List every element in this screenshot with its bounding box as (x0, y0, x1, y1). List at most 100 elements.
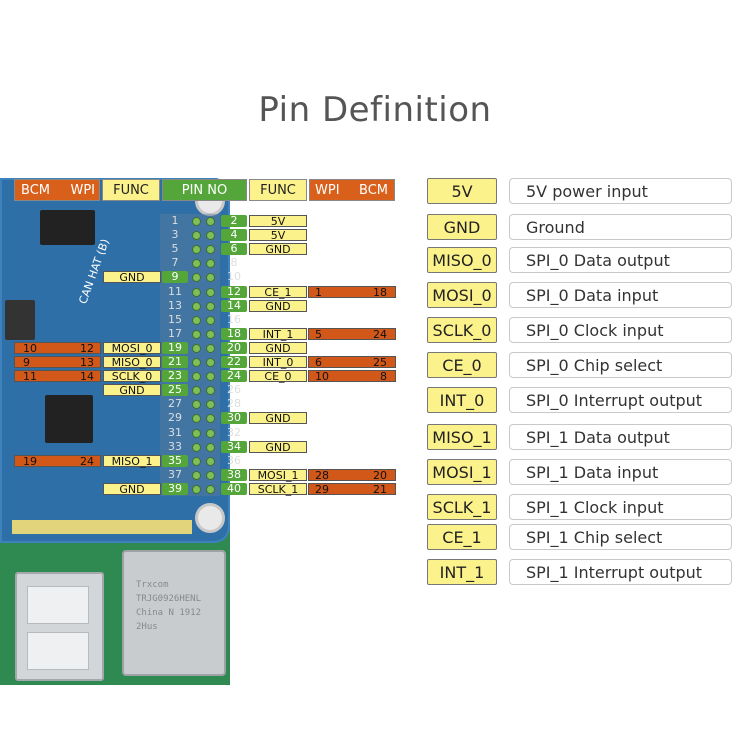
pin-number-odd: 35 (162, 455, 188, 467)
pin-dot (206, 400, 215, 409)
left-func-label: GND (103, 483, 161, 496)
legend-key: CE_1 (427, 524, 497, 550)
header-right-wpi: WPI (315, 183, 340, 198)
pin-number-odd: 15 (168, 313, 182, 326)
pin-dot (206, 330, 215, 339)
pin-number-odd: 39 (162, 483, 188, 495)
pin-number-even: 40 (221, 483, 247, 495)
pin-dot (192, 344, 201, 353)
pin-dot (206, 231, 215, 240)
legend-key: MOSI_1 (427, 459, 497, 485)
pin-number-odd: 13 (168, 299, 182, 312)
pin-number-odd: 17 (168, 327, 182, 340)
pin-number-even: 6 (221, 243, 247, 255)
pin-number-even: 30 (221, 412, 247, 424)
pin-dot (192, 429, 201, 438)
pin-dot (192, 414, 201, 423)
pin-number-even: 10 (227, 270, 241, 283)
right-wpi: 1 (315, 286, 322, 299)
pin-number-odd: 3 (171, 228, 179, 241)
pin-number-odd: 5 (171, 242, 179, 255)
pin-dot (192, 231, 201, 240)
pin-number-even: 34 (221, 441, 247, 453)
legend-key: 5V (427, 178, 497, 204)
right-wpi: 6 (315, 356, 322, 369)
right-wpi: 10 (315, 370, 329, 383)
chip (45, 395, 93, 443)
usb-port (15, 572, 104, 681)
pin-number-odd: 11 (168, 285, 182, 298)
usb-slot (27, 586, 89, 624)
legend-description: SPI_1 Clock input (509, 494, 732, 520)
pin-dot (192, 302, 201, 311)
pin-dot (206, 316, 215, 325)
pin-dot (192, 443, 201, 452)
chip (5, 300, 35, 340)
pin-number-odd: 25 (162, 384, 188, 396)
chip (40, 210, 95, 245)
right-func-label: 5V (249, 215, 307, 228)
legend-description: SPI_0 Interrupt output (509, 387, 732, 413)
header-right-func: FUNC (249, 179, 307, 201)
header-right-wpi-bcm: WPI BCM (309, 179, 395, 201)
pin-dot (192, 217, 201, 226)
legend-key: GND (427, 214, 497, 240)
pin-dot (206, 372, 215, 381)
pin-dot (206, 358, 215, 367)
pin-dot (192, 457, 201, 466)
pin-dot (206, 443, 215, 452)
pin-dot (192, 316, 201, 325)
right-func-label: GND (249, 300, 307, 313)
left-func-label: MISO_0 (103, 356, 161, 369)
pin-number-even: 18 (221, 328, 247, 340)
pin-dot (206, 429, 215, 438)
rj45-text: TRJG0926HENL (136, 594, 202, 604)
pin-number-odd: 7 (171, 256, 179, 269)
legend-description: SPI_0 Clock input (509, 317, 732, 343)
left-func-label: GND (103, 271, 161, 284)
legend-description: SPI_0 Data output (509, 247, 732, 273)
right-bcm: 8 (380, 370, 387, 383)
legend-key: SCLK_1 (427, 494, 497, 520)
legend-description: SPI_1 Chip select (509, 524, 732, 550)
pin-dot (192, 471, 201, 480)
pin-number-even: 14 (221, 300, 247, 312)
pin-dot (192, 358, 201, 367)
usb-slot (27, 632, 89, 670)
right-func-label: SCLK_1 (249, 483, 307, 496)
right-func-label: GND (249, 243, 307, 256)
right-func-label: INT_1 (249, 328, 307, 341)
pin-number-odd: 23 (162, 370, 188, 382)
pin-dot (206, 485, 215, 494)
pin-number-even: 26 (227, 383, 241, 396)
pin-number-even: 12 (221, 286, 247, 298)
left-bcm: 19 (23, 455, 37, 468)
legend-description: 5V power input (509, 178, 732, 204)
pin-dot (206, 288, 215, 297)
legend-description: SPI_0 Chip select (509, 352, 732, 378)
pin-number-odd: 19 (162, 342, 188, 354)
legend-description: Ground (509, 214, 732, 240)
right-func-label: GND (249, 342, 307, 355)
header-left-bcm-wpi: BCM WPI (14, 179, 100, 201)
rj45-text: Trxcom (136, 580, 169, 590)
right-bcm: 24 (373, 328, 387, 341)
pin-dot (206, 471, 215, 480)
right-func-label: GND (249, 412, 307, 425)
ethernet-port: Trxcom TRJG0926HENL China N 1912 2Hus (122, 550, 226, 676)
pin-dot (206, 344, 215, 353)
pin-number-odd: 27 (168, 397, 182, 410)
pin-number-even: 22 (221, 356, 247, 368)
pin-number-even: 32 (227, 426, 241, 439)
rj45-text: China N 1912 (136, 608, 202, 618)
right-func-label: CE_0 (249, 370, 307, 383)
pin-dot (192, 330, 201, 339)
pin-dot (192, 259, 201, 268)
header-left-func: FUNC (102, 179, 160, 201)
legend-key: CE_0 (427, 352, 497, 378)
page-title: Pin Definition (258, 90, 492, 130)
legend-key: INT_1 (427, 559, 497, 585)
